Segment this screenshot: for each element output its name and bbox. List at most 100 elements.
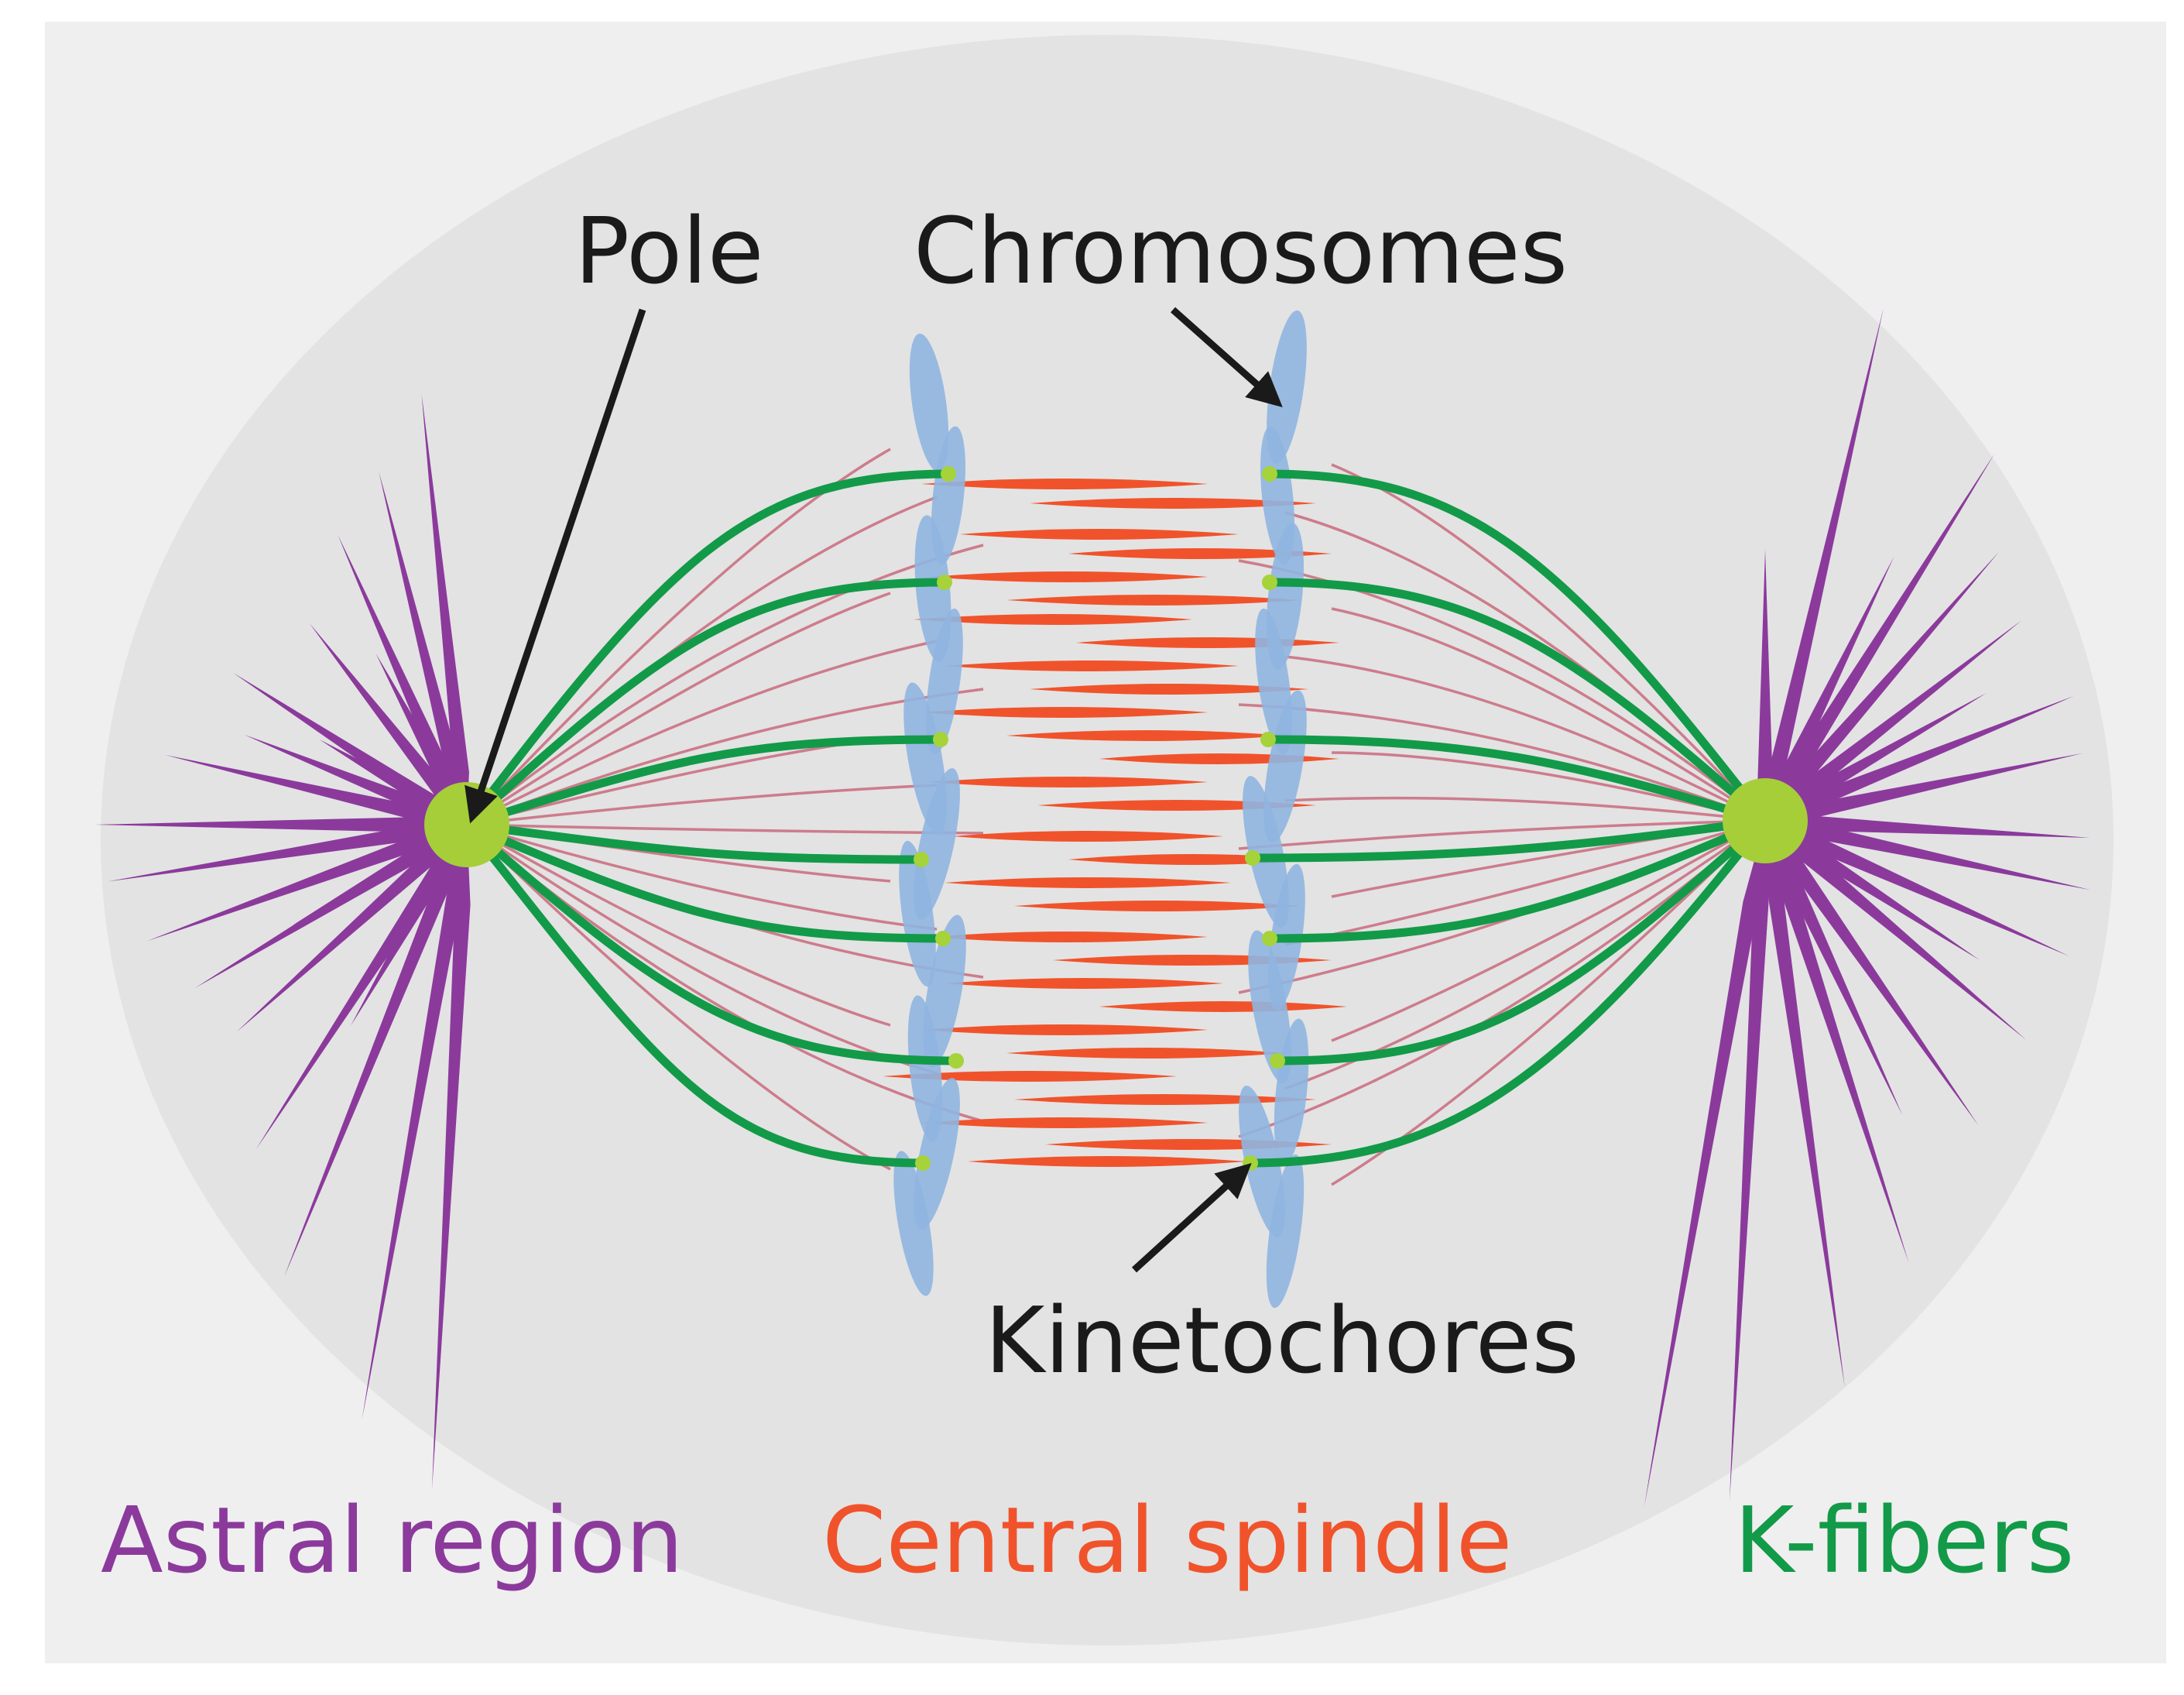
interpolar-fiber — [466, 592, 891, 826]
central-spindle-fibers — [883, 479, 1347, 1167]
interpolar-fiber — [1238, 559, 1767, 822]
central-spindle-fiber — [952, 831, 1223, 842]
k-fiber — [462, 578, 949, 829]
astral-ray — [379, 471, 467, 825]
astral-ray — [1765, 693, 1987, 821]
chromosome — [931, 426, 966, 565]
k-fiber — [1248, 816, 1770, 863]
k-fiber-group — [462, 469, 1770, 1168]
chromosome — [1263, 690, 1307, 843]
astral-ray — [421, 393, 469, 825]
chromosome — [899, 840, 936, 987]
astral-ray — [375, 654, 467, 825]
astral-ray — [1765, 821, 1903, 1116]
astral-ray — [1765, 620, 2021, 821]
right-pole — [1723, 778, 1808, 863]
interpolar-fiber — [1238, 703, 1766, 822]
interpolar-fiber — [1284, 819, 1767, 1090]
interpolar-fiber — [466, 823, 891, 1027]
astral-ray — [1765, 453, 1995, 821]
central-spindle-fiber — [945, 978, 1223, 989]
left-pole — [424, 782, 509, 867]
pole-label: Pole — [574, 197, 764, 304]
k-fiber — [1265, 578, 1770, 825]
astral-ray — [1765, 551, 1999, 821]
central-spindle-fiber — [1030, 498, 1316, 509]
kinetochore — [1245, 850, 1260, 866]
astral-ray — [1757, 550, 1773, 821]
central-spindle-fiber — [914, 614, 1192, 625]
central-spindle-fiber — [968, 1156, 1246, 1167]
central-spindle-fiber — [929, 932, 1208, 942]
chromosome — [893, 1151, 934, 1296]
astral-ray — [1765, 821, 2091, 890]
astral-ray — [165, 755, 468, 825]
astral-ray — [1765, 821, 2069, 956]
interpolar-fiber — [1238, 819, 1766, 850]
kinetochores-arrow — [1131, 1162, 1252, 1273]
kinetochore — [1262, 575, 1277, 590]
central-spindle-fiber — [945, 877, 1231, 888]
chromosome — [909, 333, 949, 472]
chromosome — [1248, 930, 1291, 1083]
k-fiber — [462, 820, 948, 943]
interpolar-fiber — [465, 823, 891, 1171]
kinetochore — [933, 732, 948, 747]
astral-ray — [1765, 821, 1980, 960]
central-spindle-label: Central spindle — [822, 1487, 1512, 1594]
central-spindle-fiber — [1006, 595, 1301, 606]
astral-ray — [146, 825, 467, 942]
chromosome — [914, 1078, 960, 1230]
interpolar-fiber — [1331, 819, 1766, 1042]
astral-ray — [1765, 307, 1884, 821]
central-spindle-fiber — [883, 1071, 1177, 1082]
chromosome — [1267, 310, 1307, 465]
astral-ray — [283, 825, 467, 1278]
interpolar-fiber — [466, 823, 938, 931]
k-fiber — [1246, 816, 1770, 1168]
astral-ray — [319, 739, 467, 825]
astral-ray — [236, 825, 467, 1032]
chromosome — [914, 515, 951, 662]
k-fiber — [462, 469, 953, 829]
central-spindle-fiber — [921, 1117, 1208, 1128]
interpolar-fiber — [1284, 655, 1766, 822]
astral-ray-group — [95, 307, 2091, 1508]
kinetochore — [941, 466, 956, 482]
astral-ray — [1765, 753, 2083, 821]
kinetochore — [1270, 1053, 1285, 1069]
central-spindle-fiber — [1030, 684, 1308, 695]
k-fibers-label: K-fibers — [1734, 1487, 2074, 1594]
central-spindle-fiber — [921, 707, 1208, 718]
kinetochore — [915, 1155, 931, 1171]
interpolar-fiber — [1331, 819, 1767, 1186]
astral-ray — [292, 825, 467, 925]
chromosomes-arrow — [1171, 307, 1283, 407]
interpolar-fiber — [465, 448, 891, 826]
kinetochore — [948, 1053, 964, 1069]
astral-ray — [431, 825, 471, 1490]
kinetochore — [1262, 931, 1277, 946]
astral-ray — [338, 534, 467, 825]
k-fiber — [1265, 816, 1770, 943]
k-fiber — [462, 820, 927, 1168]
interpolar-fiber — [466, 823, 984, 835]
astral-ray — [1765, 695, 2074, 821]
k-fiber — [462, 735, 945, 829]
k-fiber — [462, 820, 926, 864]
astral-region-label: Astral region — [101, 1487, 684, 1594]
astral-ray — [1644, 821, 1765, 1508]
kinetochore — [1260, 732, 1276, 747]
central-spindle-fiber — [929, 777, 1208, 787]
pole-arrow — [465, 308, 646, 824]
central-spindle-fiber — [1014, 901, 1301, 911]
astral-ray — [1765, 821, 2027, 1040]
interpolar-fiber — [465, 544, 984, 826]
astral-ray — [362, 825, 467, 1420]
interpolar-fiber — [466, 640, 938, 826]
interpolar-fiber — [1284, 796, 1766, 822]
astral-ray — [309, 623, 467, 825]
k-fiber — [1273, 816, 1770, 1065]
